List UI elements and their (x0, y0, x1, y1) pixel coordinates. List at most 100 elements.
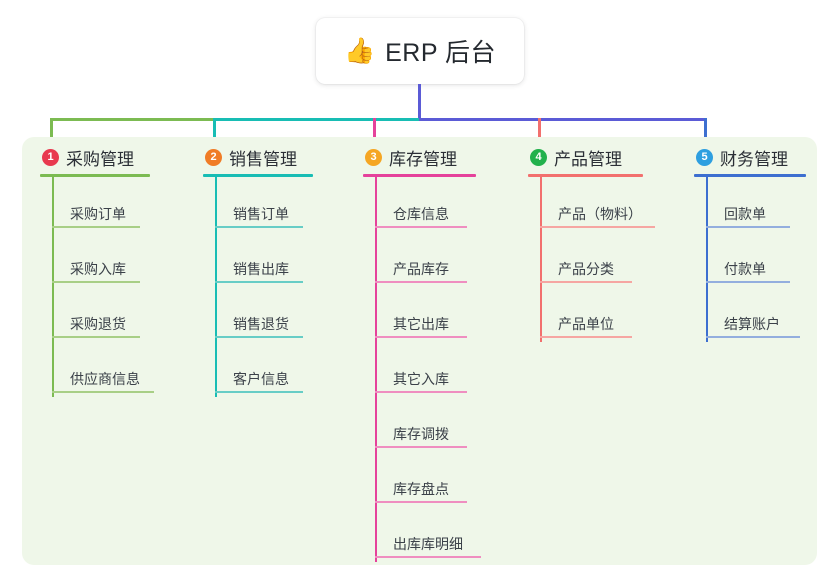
branch-item-rule (540, 336, 632, 338)
branch-title: 产品管理 (554, 149, 622, 169)
branch-item-label: 采购入库 (70, 261, 126, 277)
branch-header-rule (694, 174, 806, 177)
branch-spine (540, 177, 542, 342)
hbar-segment-2 (213, 118, 419, 121)
branch-item[interactable]: 库存调拨 (375, 397, 476, 452)
branch-item[interactable]: 仓库信息 (375, 177, 476, 232)
branch-item[interactable]: 采购退货 (52, 287, 150, 342)
branch-item[interactable]: 销售退货 (215, 287, 313, 342)
branch-item[interactable]: 销售出库 (215, 232, 313, 287)
branch-drop-connector-2 (213, 118, 216, 154)
branch-item[interactable]: 产品分类 (540, 232, 643, 287)
branch-item-label: 出库库明细 (393, 536, 463, 552)
branch-item[interactable]: 产品（物料） (540, 177, 655, 232)
branch-column-2[interactable]: 2 销售管理销售订单销售出库销售退货客户信息 (203, 145, 313, 397)
branch-item[interactable]: 结算账户 (706, 287, 806, 342)
branch-item-list: 采购订单采购入库采购退货供应商信息 (40, 177, 154, 397)
branch-item-rule (375, 446, 467, 448)
branch-item-rule (706, 281, 790, 283)
branch-title: 销售管理 (229, 149, 297, 169)
branch-item-rule (375, 281, 467, 283)
branch-item[interactable]: 其它出库 (375, 287, 476, 342)
hbar-segment-1 (50, 118, 213, 121)
thumbs-up-icon: 👍 (343, 36, 376, 65)
branch-item-label: 其它入库 (393, 371, 449, 387)
branch-drop-connector-4 (538, 118, 541, 154)
branch-column-5[interactable]: 5 财务管理回款单付款单结算账户 (694, 145, 806, 342)
branch-item-rule (215, 391, 303, 393)
branch-item-label: 供应商信息 (70, 371, 140, 387)
branch-item-list: 销售订单销售出库销售退货客户信息 (203, 177, 313, 397)
branch-item-list: 仓库信息产品库存其它出库其它入库库存调拨库存盘点出库库明细 (363, 177, 481, 562)
branch-item-rule (52, 281, 140, 283)
root-stem-connector (418, 84, 421, 119)
hbar-segment-3 (419, 118, 706, 121)
branch-item[interactable]: 采购入库 (52, 232, 150, 287)
branch-item-label: 产品（物料） (558, 206, 642, 222)
branch-spine (52, 177, 54, 397)
branch-item-label: 采购退货 (70, 316, 126, 332)
branch-title: 财务管理 (720, 149, 788, 169)
branch-item-rule (375, 556, 481, 558)
branch-item-rule (375, 391, 467, 393)
branch-item-label: 销售出库 (233, 261, 289, 277)
branch-item[interactable]: 库存盘点 (375, 452, 476, 507)
branch-item-label: 付款单 (724, 261, 766, 277)
branch-number-badge: 1 (42, 148, 59, 166)
branch-item-rule (215, 226, 303, 228)
branch-item-label: 回款单 (724, 206, 766, 222)
root-title: ERP 后台 (385, 39, 497, 67)
branch-item[interactable]: 回款单 (706, 177, 806, 232)
branch-item-rule (540, 281, 632, 283)
branch-item[interactable]: 供应商信息 (52, 342, 154, 397)
branch-column-1[interactable]: 1 采购管理采购订单采购入库采购退货供应商信息 (40, 145, 154, 397)
branch-drop-connector-5 (704, 118, 707, 154)
branch-item-label: 产品分类 (558, 261, 614, 277)
branch-spine (215, 177, 217, 397)
branches-panel (22, 137, 817, 565)
branch-item-label: 库存调拨 (393, 426, 449, 442)
branch-drop-connector-1 (50, 118, 53, 154)
branch-item-rule (375, 226, 467, 228)
branch-item[interactable]: 其它入库 (375, 342, 476, 397)
branch-title: 库存管理 (389, 149, 457, 169)
branch-item-label: 产品库存 (393, 261, 449, 277)
branch-item[interactable]: 产品库存 (375, 232, 476, 287)
branch-title: 采购管理 (66, 149, 134, 169)
branch-item-label: 其它出库 (393, 316, 449, 332)
branch-item[interactable]: 出库库明细 (375, 507, 481, 562)
branch-item-label: 销售订单 (233, 206, 289, 222)
branch-item-rule (375, 336, 467, 338)
branch-item-rule (52, 391, 154, 393)
branch-item-list: 产品（物料） 产品分类产品单位 (528, 177, 655, 342)
branch-item-rule (375, 501, 467, 503)
branch-header-2[interactable]: 2 销售管理 (203, 145, 313, 169)
branch-header-1[interactable]: 1 采购管理 (40, 145, 150, 169)
branch-header-5[interactable]: 5 财务管理 (694, 145, 806, 169)
branch-item-rule (215, 336, 303, 338)
branch-item-rule (706, 226, 790, 228)
branch-number-badge: 5 (696, 148, 713, 166)
branch-header-rule (40, 174, 150, 177)
branch-number-badge: 2 (205, 148, 222, 166)
branch-item-rule (52, 336, 140, 338)
branch-item[interactable]: 客户信息 (215, 342, 313, 397)
branch-item[interactable]: 销售订单 (215, 177, 313, 232)
root-node-card[interactable]: 👍 ERP 后台 (316, 18, 524, 84)
branch-item-rule (215, 281, 303, 283)
branch-item[interactable]: 付款单 (706, 232, 806, 287)
branch-spine (706, 177, 708, 342)
branch-item-label: 库存盘点 (393, 481, 449, 497)
branch-item-rule (52, 226, 140, 228)
branch-item-rule (706, 336, 800, 338)
branch-item[interactable]: 产品单位 (540, 287, 643, 342)
branch-item-label: 客户信息 (233, 371, 289, 387)
branch-item[interactable]: 采购订单 (52, 177, 150, 232)
branch-item-label: 结算账户 (724, 316, 780, 332)
branch-header-rule (203, 174, 313, 177)
